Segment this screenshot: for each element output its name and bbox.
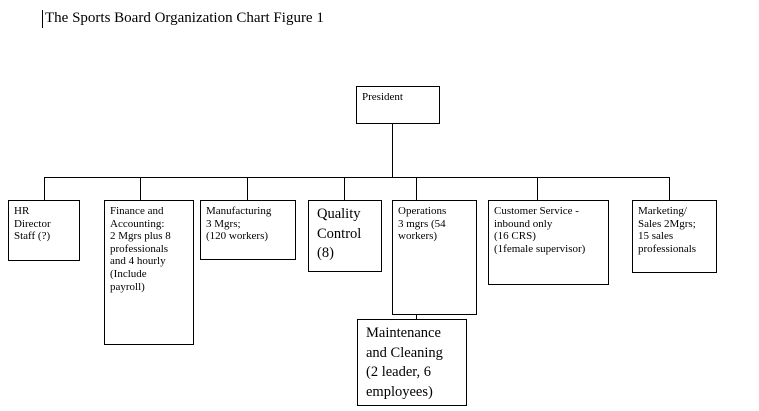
marketing-box: Marketing/ Sales 2Mgrs; 15 sales profess… [632,200,717,273]
text-cursor [42,10,43,28]
quality-control-box: Quality Control (8) [308,200,382,272]
operations-box: Operations 3 mgrs (54 workers) [392,200,477,315]
manufacturing-box: Manufacturing 3 Mgrs; (120 workers) [200,200,296,260]
president-box: President [356,86,440,124]
customer-service-box: Customer Service - inbound only (16 CRS)… [488,200,609,285]
finance-box: Finance and Accounting: 2 Mgrs plus 8 pr… [104,200,194,345]
maintenance-box: Maintenance and Cleaning (2 leader, 6 em… [357,319,467,406]
hr-box: HR Director Staff (?) [8,200,80,261]
chart-title: The Sports Board Organization Chart Figu… [45,10,324,26]
